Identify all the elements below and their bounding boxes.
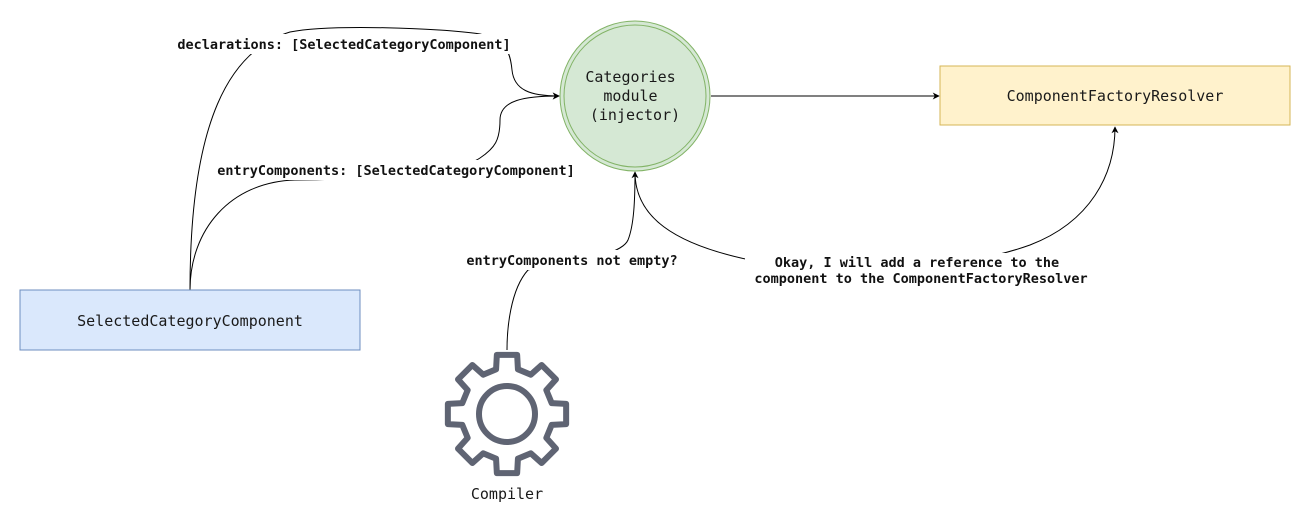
component-factory-resolver-node[interactable]: ComponentFactoryResolver (939, 65, 1291, 126)
edge-declarations (189, 27, 560, 291)
declarations-label-bg (170, 34, 520, 54)
gear-outline (444, 351, 570, 477)
gear-hub (476, 383, 538, 445)
reply-label-line-2: component to the ComponentFactoryResolve… (754, 271, 1087, 287)
categories-module-inner-ring (563, 24, 707, 168)
selected-category-component-label: SelectedCategoryComponent (77, 312, 303, 330)
reply-label: Okay, I will add a reference to the comp… (754, 255, 1087, 287)
categories-module-label: Categories module (injector) (585, 68, 684, 124)
compiler-label: Compiler (471, 485, 543, 503)
gear-icon (444, 351, 570, 477)
selected-category-component-box (19, 289, 361, 351)
compiler-node[interactable]: Compiler (444, 351, 570, 503)
entry-check-label-bg (460, 250, 686, 270)
categories-module-line-2: module (603, 87, 657, 105)
selected-category-component-node[interactable]: SelectedCategoryComponent (19, 289, 361, 351)
categories-module-line-1: Categories (585, 68, 675, 86)
edge-module-to-resolver-reply (634, 126, 1119, 270)
declarations-label: declarations: [SelectedCategoryComponent… (177, 37, 510, 53)
categories-module-node[interactable]: Categories module (injector) (559, 20, 711, 172)
component-factory-resolver-box (939, 65, 1291, 126)
entry-components-label: entryComponents: [SelectedCategoryCompon… (217, 163, 575, 179)
categories-module-line-3: (injector) (590, 106, 680, 124)
reply-label-bg (745, 253, 1097, 289)
entry-check-label: entryComponents not empty? (466, 253, 677, 269)
categories-module-outer-ring (559, 20, 711, 172)
reply-label-line-1: Okay, I will add a reference to the (775, 255, 1059, 271)
component-factory-resolver-label: ComponentFactoryResolver (1007, 87, 1224, 105)
entry-components-label-bg (208, 160, 586, 180)
